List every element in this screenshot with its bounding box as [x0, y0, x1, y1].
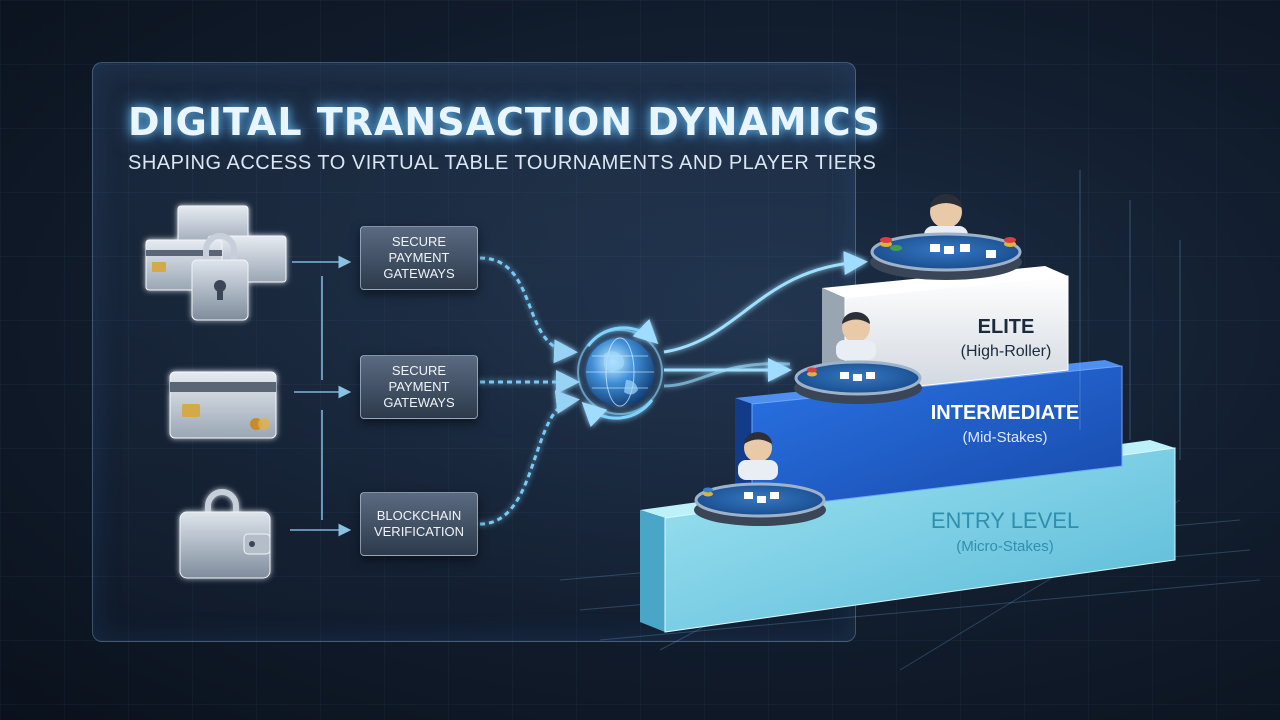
- elite-table: [870, 194, 1022, 280]
- tier-stakes: (High-Roller): [960, 343, 1052, 360]
- tier-stakes: (Micro-Stakes): [956, 538, 1054, 555]
- gateway-box-secure-payment-1: SECURE PAYMENT GATEWAYS: [360, 226, 478, 290]
- tier-label-intermediate: INTERMEDIATE (Mid-Stakes): [920, 402, 1090, 446]
- entry-table: [694, 432, 826, 526]
- intermediate-table: [794, 312, 922, 404]
- tier-name: ENTRY LEVEL: [930, 508, 1080, 533]
- gateway-label: BLOCKCHAIN VERIFICATION: [373, 508, 465, 539]
- tier-stakes: (Mid-Stakes): [962, 429, 1048, 446]
- tier-elite-block: [822, 266, 1069, 395]
- tier-name: INTERMEDIATE: [930, 402, 1080, 424]
- gateway-box-blockchain: BLOCKCHAIN VERIFICATION: [360, 492, 478, 556]
- chip-stack: [880, 237, 1016, 251]
- gateway-to-hub-flows: [479, 256, 580, 526]
- gateway-label: SECURE PAYMENT GATEWAYS: [383, 234, 455, 281]
- icon-connectors: [290, 255, 352, 537]
- tier-label-entry: ENTRY LEVEL (Micro-Stakes): [920, 508, 1090, 555]
- page-subtitle: SHAPING ACCESS TO VIRTUAL TABLE TOURNAME…: [128, 152, 877, 174]
- credit-card-icon: [169, 371, 277, 439]
- tier-label-elite: ELITE (High-Roller): [950, 316, 1062, 361]
- credit-cards-lock-icon: [145, 205, 287, 321]
- page-title: DIGITAL TRANSACTION DYNAMICS: [128, 100, 881, 144]
- gateway-box-secure-payment-2: SECURE PAYMENT GATEWAYS: [360, 355, 478, 419]
- tier-name: ELITE: [977, 316, 1035, 338]
- globe-icon: [577, 318, 663, 428]
- gateway-label: SECURE PAYMENT GATEWAYS: [383, 363, 455, 410]
- hub-to-tier-flows: [663, 251, 868, 388]
- hud-lines: [1079, 170, 1181, 460]
- wallet-lock-icon: [179, 489, 271, 579]
